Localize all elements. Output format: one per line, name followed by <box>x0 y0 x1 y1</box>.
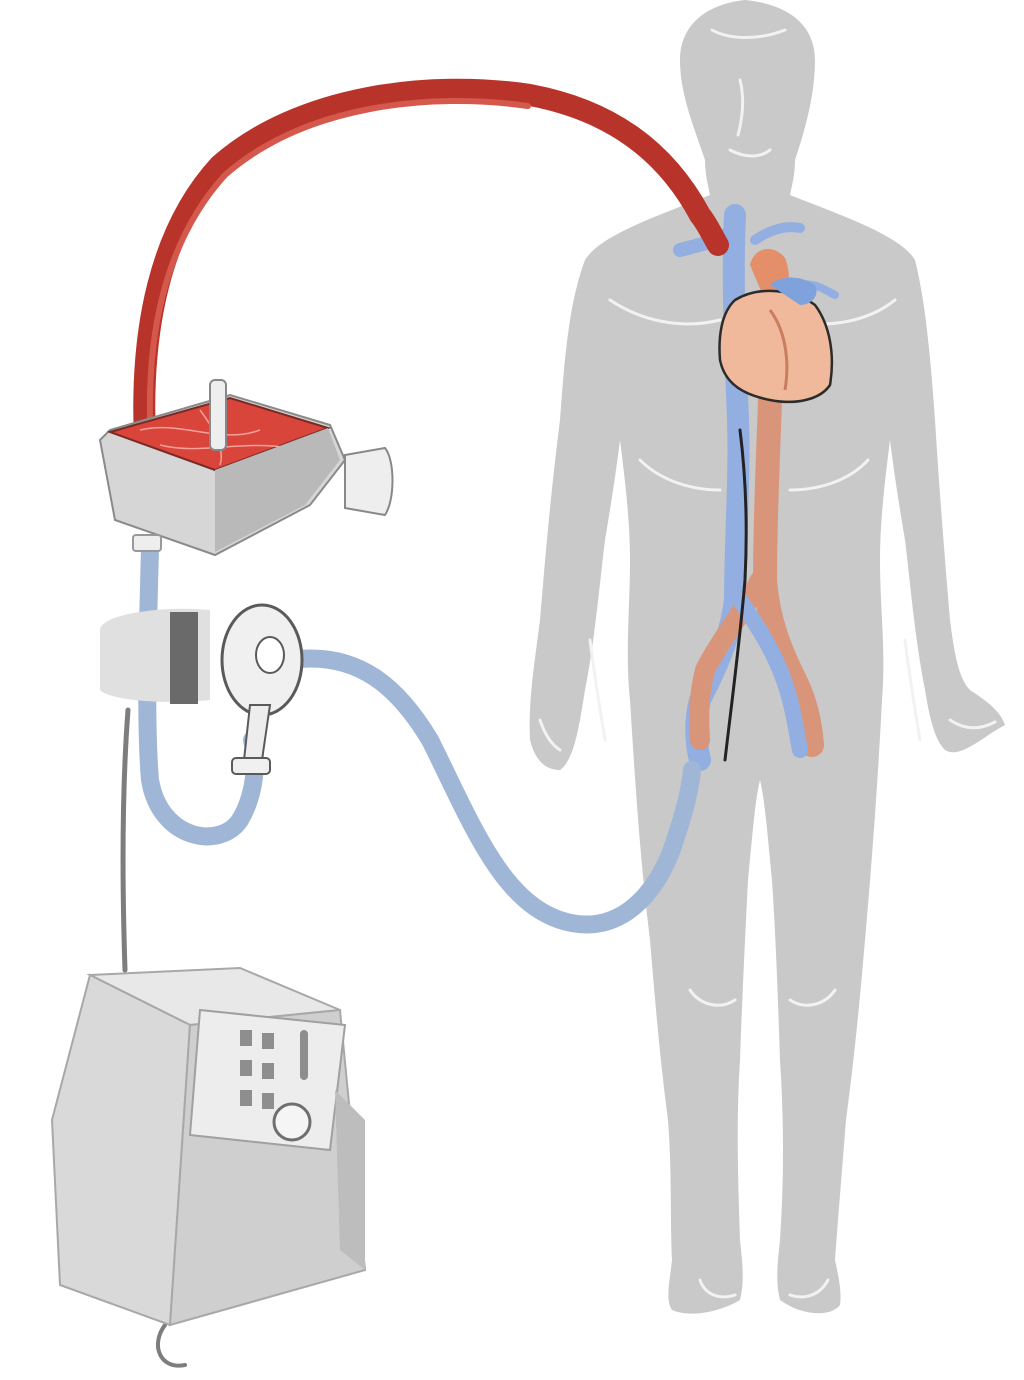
console-slot <box>300 1030 308 1080</box>
arterial-line-highlight <box>146 98 531 423</box>
oxygenator-outlet <box>344 446 394 517</box>
heart <box>718 248 834 404</box>
pulmonary-trunk <box>770 277 817 305</box>
heart-body <box>718 289 834 404</box>
console-power-cord <box>155 1323 187 1368</box>
iliac-vein-right <box>732 592 808 758</box>
console-knob <box>272 1102 312 1142</box>
console-button <box>262 1093 274 1109</box>
heart-groove <box>768 309 789 391</box>
oxygenator <box>98 379 394 557</box>
pump-band <box>170 612 198 704</box>
arterial-return-line <box>133 78 729 451</box>
console-control-panel <box>188 1008 347 1152</box>
console-button <box>262 1063 274 1079</box>
control-console <box>50 966 367 1327</box>
console-button <box>240 1090 252 1106</box>
venous-drainage-line <box>281 649 701 934</box>
centrifugal-pump <box>100 603 304 775</box>
aorta <box>752 388 824 757</box>
subclavian-branch <box>750 222 805 245</box>
oxygenator-port <box>209 379 227 451</box>
console-screen-edge <box>335 1090 365 1270</box>
oxygenator-clamp <box>132 534 162 552</box>
console-front <box>50 973 192 1327</box>
tubing <box>133 78 729 934</box>
console-button <box>262 1033 274 1049</box>
oxygenator-side-panel <box>215 428 340 552</box>
pump-inlet <box>255 636 285 674</box>
console-buttons <box>240 1030 308 1109</box>
venous-cannula <box>723 428 748 762</box>
console-cable <box>120 707 131 973</box>
console-button <box>240 1060 252 1076</box>
pump-clamp <box>231 757 271 775</box>
console-button <box>240 1030 252 1046</box>
